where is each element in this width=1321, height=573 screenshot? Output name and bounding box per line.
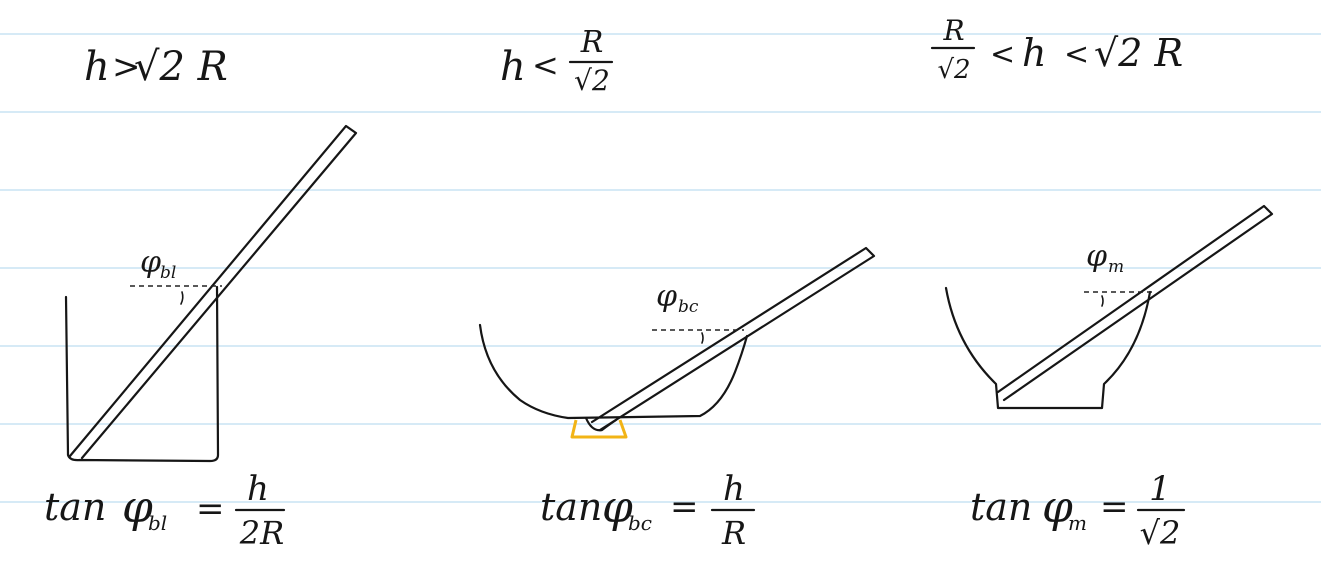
condition-3-numerator: R bbox=[942, 14, 964, 47]
formula-2: tan φ bc = h R bbox=[540, 469, 756, 552]
angle-label-1: φ bl bbox=[140, 245, 176, 283]
condition-3-relation-2: < bbox=[1064, 37, 1089, 72]
formula-2-equals: = bbox=[670, 487, 699, 527]
angle-2-sub: bc bbox=[678, 297, 699, 317]
formula-3-phi: φ bbox=[1042, 482, 1073, 533]
formula-3-tan: tan bbox=[970, 485, 1032, 529]
formula-3-sub: m bbox=[1068, 511, 1087, 535]
angle-2-phi: φ bbox=[656, 279, 677, 314]
condition-2-denominator: √2 bbox=[574, 64, 610, 97]
formula-2-phi: φ bbox=[602, 482, 633, 533]
condition-2-relation: < bbox=[532, 46, 559, 84]
formula-1-sub: bl bbox=[148, 511, 167, 535]
angle-arc-1 bbox=[180, 291, 184, 305]
foot-ring-highlight bbox=[570, 419, 628, 439]
condition-3-h: h bbox=[1022, 31, 1046, 75]
formula-2-sub: bc bbox=[628, 511, 652, 535]
formula-1-numerator: h bbox=[247, 469, 269, 509]
condition-3-relation-1: < bbox=[990, 37, 1015, 72]
condition-2: h < R √2 bbox=[500, 25, 614, 97]
formula-1-denominator: 2R bbox=[239, 514, 284, 552]
angle-label-3: φ m bbox=[1086, 239, 1124, 277]
formula-1-equals: = bbox=[196, 489, 225, 529]
condition-2-h: h bbox=[500, 44, 526, 90]
rod-wide-bowl bbox=[590, 246, 876, 432]
cylinder-container bbox=[64, 285, 220, 463]
panel-medium-bowl: R √2 < h < √2 R φ m tan φ m = 1 √2 bbox=[930, 14, 1274, 552]
formula-3-denominator: √2 bbox=[1140, 514, 1181, 552]
panel-cylinder: h > √2 R φ bl tan φ bl = h 2R bbox=[44, 44, 358, 552]
angle-3-sub: m bbox=[1108, 257, 1124, 277]
formula-1-phi: φ bbox=[122, 482, 153, 533]
rod-medium-bowl bbox=[996, 204, 1274, 402]
formula-3-equals: = bbox=[1100, 487, 1129, 527]
condition-3-denominator: √2 bbox=[937, 55, 970, 85]
angle-label-2: φ bc bbox=[656, 279, 699, 317]
formula-3: tan φ m = 1 √2 bbox=[970, 469, 1186, 552]
condition-1-rhs: √2 R bbox=[134, 44, 228, 90]
angle-1-phi: φ bbox=[140, 245, 161, 280]
condition-2-numerator: R bbox=[580, 25, 604, 60]
condition-3: R √2 < h < √2 R bbox=[930, 14, 1183, 85]
angle-arc-3 bbox=[1101, 295, 1104, 307]
condition-1-relation: > bbox=[112, 47, 141, 87]
ruled-lines bbox=[0, 33, 1321, 503]
medium-bowl-container bbox=[944, 286, 1152, 410]
condition-1-h: h bbox=[84, 44, 110, 90]
formula-3-numerator: 1 bbox=[1149, 469, 1171, 509]
angle-1-sub: bl bbox=[160, 263, 176, 283]
wide-bowl-container bbox=[478, 323, 749, 420]
formula-2-numerator: h bbox=[723, 469, 745, 509]
formula-1-tan: tan bbox=[44, 485, 106, 529]
angle-3-phi: φ bbox=[1086, 239, 1107, 274]
formula-2-denominator: R bbox=[721, 514, 746, 552]
angle-arc-2 bbox=[701, 332, 704, 344]
condition-1: h > √2 R bbox=[84, 44, 228, 90]
condition-3-rhs: √2 R bbox=[1094, 31, 1183, 75]
panel-wide-bowl: h < R √2 φ bc tan φ bc = h R bbox=[478, 25, 876, 552]
rod-cylinder bbox=[68, 124, 358, 460]
formula-2-tan: tan bbox=[540, 485, 602, 529]
formula-1: tan φ bl = h 2R bbox=[44, 469, 286, 552]
